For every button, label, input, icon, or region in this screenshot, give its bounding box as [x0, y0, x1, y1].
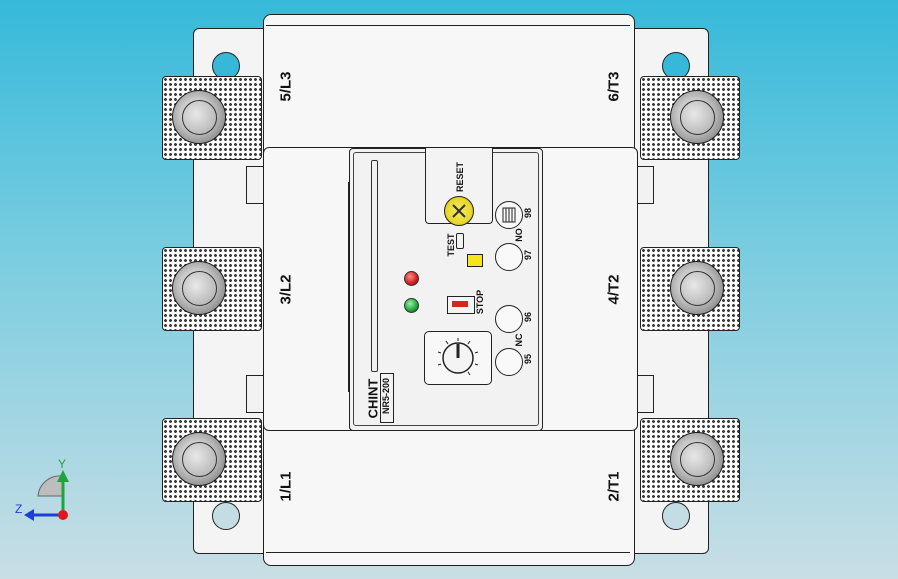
contact-label-98: 98	[523, 208, 533, 219]
test-arrow-icon	[456, 233, 464, 249]
terminal-screw[interactable]	[172, 90, 226, 144]
terminal-label-3-l2: 3/L2	[277, 274, 295, 305]
plus-icon	[452, 204, 466, 218]
terminal-label-1-l1: 1/L1	[277, 471, 295, 502]
z-axis-label: Z	[15, 502, 23, 516]
axis-triad	[24, 470, 69, 521]
mounting-hole	[662, 502, 690, 530]
trip-indicator	[467, 254, 483, 267]
aux-contact-98[interactable]	[495, 201, 523, 229]
mounting-hole	[212, 52, 240, 80]
relay-slit	[371, 160, 378, 372]
origin-dot	[58, 510, 68, 520]
contact-label-96: 96	[523, 312, 533, 323]
relay-edge-line	[348, 182, 351, 392]
stop-button[interactable]	[447, 296, 475, 314]
led-red	[404, 271, 419, 286]
model-box	[380, 373, 394, 423]
terminal-screw[interactable]	[172, 432, 226, 486]
contact-label-97: 97	[523, 250, 533, 261]
y-axis-label: Y	[58, 457, 67, 471]
nc-label: NC	[514, 333, 524, 347]
test-label: TEST	[446, 233, 456, 257]
terminal-screw[interactable]	[670, 261, 724, 315]
terminal-label-4-t2: 4/T2	[605, 274, 623, 305]
reset-label: RESET	[455, 162, 465, 193]
aux-contact-97[interactable]	[495, 243, 523, 271]
terminal-label-6-t3: 6/T3	[605, 71, 623, 102]
terminal-screw[interactable]	[670, 432, 724, 486]
bottom-cap	[266, 552, 630, 553]
current-setting-dial[interactable]	[424, 331, 492, 385]
reset-dial[interactable]	[444, 196, 474, 226]
terminal-screw[interactable]	[172, 261, 226, 315]
aux-contact-95[interactable]	[495, 348, 523, 376]
aux-contact-96[interactable]	[495, 305, 523, 333]
dial-scale-icon	[437, 338, 479, 376]
contact-terminal-icon	[502, 207, 516, 223]
top-cap	[266, 25, 630, 26]
no-label: NO	[514, 228, 524, 242]
contact-label-95: 95	[523, 354, 533, 365]
terminal-label-2-t1: 2/T1	[605, 471, 623, 502]
model-label: NR5-200	[381, 377, 391, 415]
mounting-hole	[212, 502, 240, 530]
led-green	[404, 298, 419, 313]
terminal-label-5-l3: 5/L3	[277, 71, 295, 102]
terminal-screw[interactable]	[670, 90, 724, 144]
stop-label: STOP	[475, 289, 485, 315]
brand-label: CHINT	[365, 378, 381, 419]
